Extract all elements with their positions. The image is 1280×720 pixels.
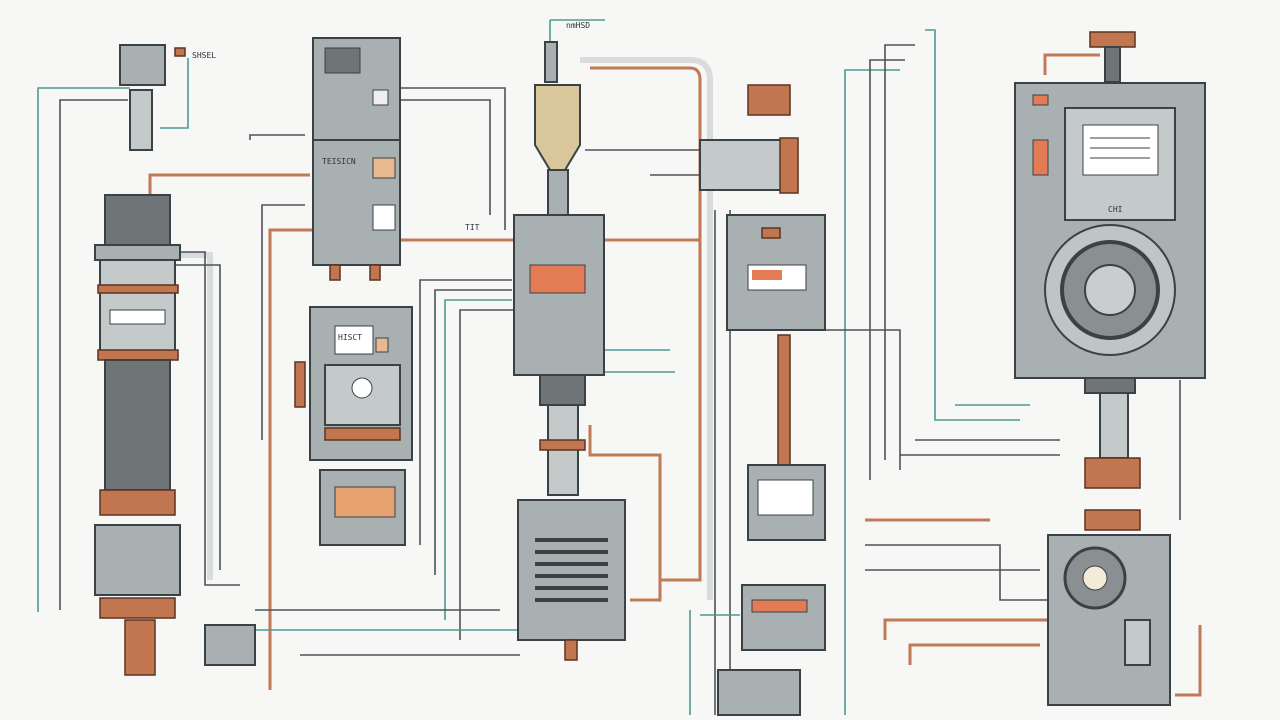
top-tag: nmHSD [566,21,590,30]
right-tag: CHI [1108,205,1123,214]
meter-stack [699,84,826,716]
top-left-tag: SHSEL [192,51,216,60]
control-panel-a: TEISICN [312,37,401,281]
panel-b-label: HISCT [338,333,362,342]
center-tag: TIT [465,223,480,232]
control-panel-b: HISCT [294,306,413,546]
pipe-network [37,19,1202,715]
filter-and-heater: TIT nmHSD [465,21,626,661]
pump-unit: CHI [1014,31,1206,706]
panel-a-label: TEISICN [322,157,356,166]
vertical-vessel: SHSEL [94,44,256,676]
